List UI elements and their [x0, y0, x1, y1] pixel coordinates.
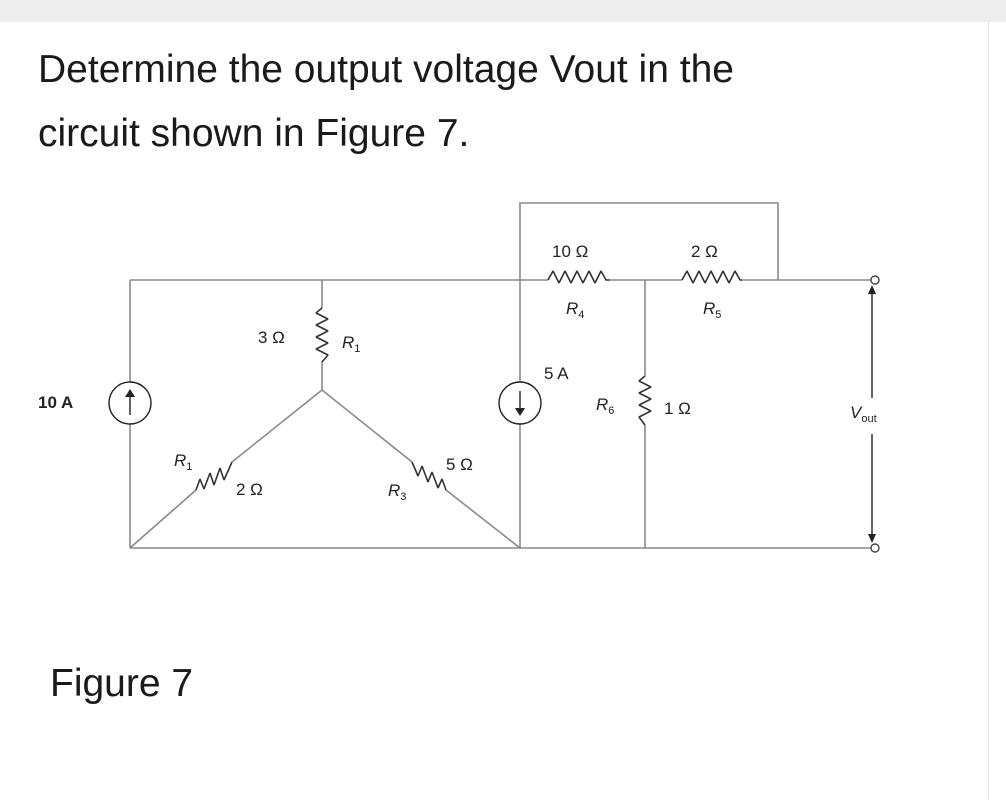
label-3ohm: 3 Ω [258, 328, 285, 347]
question-line-2: circuit shown in Figure 7. [38, 112, 470, 155]
current-source-5a [498, 381, 542, 425]
label-10ohm: 10 Ω [552, 242, 588, 261]
label-r1-bottom: R1 [174, 451, 192, 473]
circuit-wires [129, 202, 872, 549]
label-2ohm-left: 2 Ω [236, 480, 263, 499]
label-5ohm: 5 Ω [446, 455, 473, 474]
label-5a: 5 A [544, 364, 569, 383]
label-r5: R5 [703, 299, 721, 321]
label-1ohm: 1 Ω [664, 399, 691, 418]
question-text: Determine the output voltage Vout in the… [38, 38, 958, 166]
label-r4: R4 [566, 299, 584, 321]
resistor-r6 [638, 375, 652, 426]
figure-caption: Figure 7 [50, 662, 194, 705]
page-edge-divider [988, 22, 989, 800]
top-status-bar [0, 0, 1006, 22]
label-10a: 10 A [38, 393, 73, 412]
resistor-r5 [681, 270, 742, 284]
resistor-3ohm-r1-top [315, 307, 329, 363]
label-r3: R3 [388, 481, 406, 503]
resistor-2ohm-r1-bottom [195, 461, 233, 491]
output-terminals [868, 275, 880, 553]
resistor-r4 [547, 270, 610, 284]
label-r1-top: R1 [342, 333, 360, 355]
resistor-5ohm-r3 [411, 461, 447, 491]
label-vout: Vout [850, 403, 877, 425]
label-r6: R6 [596, 395, 614, 417]
question-line-1: Determine the output voltage Vout in the [38, 48, 734, 91]
label-2ohm-top: 2 Ω [691, 242, 718, 261]
current-source-10a [108, 381, 152, 425]
